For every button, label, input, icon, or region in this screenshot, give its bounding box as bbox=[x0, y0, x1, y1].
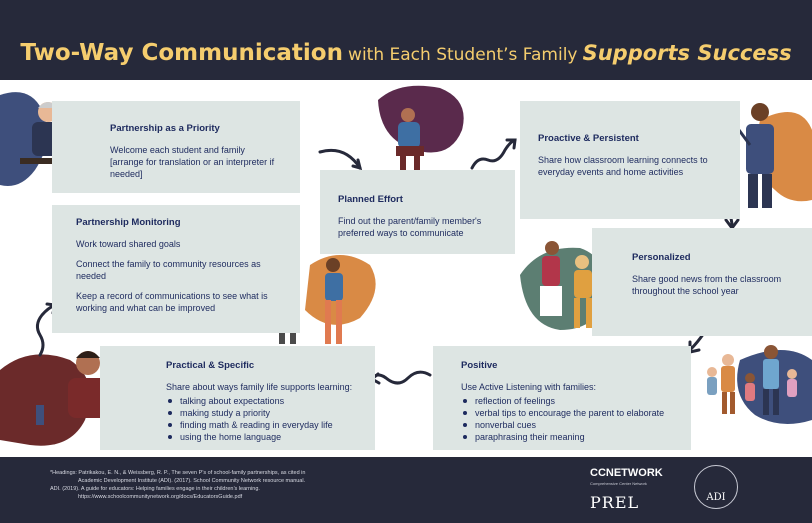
card-text: Welcome each student and family bbox=[110, 145, 245, 155]
squiggle-arrow-icon bbox=[370, 370, 432, 385]
card-planned-effort: Planned Effort Find out the parent/famil… bbox=[320, 170, 515, 254]
card-personalized: Personalized Share good news from the cl… bbox=[592, 228, 812, 336]
list-item: reflection of feelings bbox=[461, 395, 681, 407]
list-item: using the home language bbox=[166, 431, 361, 443]
list-item: nonverbal cues bbox=[461, 419, 681, 431]
card-positive: Positive Use Active Listening with famil… bbox=[433, 346, 691, 450]
card-partnership-monitoring: Partnership Monitoring Work toward share… bbox=[52, 205, 300, 333]
list-item: talking about expectations bbox=[166, 395, 361, 407]
adi-logo: ADI bbox=[694, 465, 738, 509]
page-title: Two-Way Communication with Each Student’… bbox=[0, 40, 812, 66]
presenter-illustration bbox=[734, 103, 812, 208]
card-text: Connect the family to community resource… bbox=[76, 259, 261, 281]
title-part-3: Supports Success bbox=[582, 41, 792, 65]
card-heading: Planned Effort bbox=[338, 194, 403, 205]
card-text: Share about ways family life supports le… bbox=[166, 382, 353, 392]
squiggle-arrow-icon bbox=[470, 138, 517, 170]
bullet-list: reflection of feelings verbal tips to en… bbox=[461, 395, 681, 443]
list-item: paraphrasing their meaning bbox=[461, 431, 681, 443]
card-heading: Partnership Monitoring bbox=[76, 217, 181, 228]
bullet-list: talking about expectations making study … bbox=[166, 395, 361, 443]
card-practical: Practical & Specific Share about ways fa… bbox=[100, 346, 375, 450]
card-proactive: Proactive & Persistent Share how classro… bbox=[520, 101, 740, 219]
list-item: finding math & reading in everyday life bbox=[166, 419, 361, 431]
references: *Headings: Patrikakou, E. N., & Weissber… bbox=[50, 469, 350, 501]
reference-line: *Headings: Patrikakou, E. N., & Weissber… bbox=[50, 470, 306, 476]
card-partnership-priority: Partnership as a Priority Welcome each s… bbox=[52, 101, 300, 193]
reference-link[interactable]: https://www.schoolcommunitynetwork.org/d… bbox=[78, 494, 243, 500]
card-heading: Positive bbox=[461, 360, 498, 371]
header-bar bbox=[0, 0, 812, 80]
card-heading: Personalized bbox=[632, 252, 691, 263]
title-part-1: Two-Way Communication bbox=[20, 40, 343, 66]
family-illustration bbox=[707, 345, 812, 424]
curved-arrow-icon bbox=[318, 148, 362, 170]
ccnetwork-logo-subtitle: Comprehensive Center Network bbox=[590, 481, 647, 486]
card-text: [arrange for translation or an interpret… bbox=[110, 157, 275, 179]
card-text: Work toward shared goals bbox=[76, 239, 181, 249]
card-heading: Partnership as a Priority bbox=[110, 123, 220, 134]
list-item: making study a priority bbox=[166, 407, 361, 419]
card-text: Share good news from the classroom throu… bbox=[632, 274, 782, 296]
list-item: verbal tips to encourage the parent to e… bbox=[461, 407, 681, 419]
card-text: Find out the parent/family member's pref… bbox=[338, 216, 482, 238]
footer-bar: *Headings: Patrikakou, E. N., & Weissber… bbox=[0, 457, 812, 523]
card-heading: Practical & Specific bbox=[166, 360, 255, 371]
reference-line: ADI. (2019). A guide for educators: Help… bbox=[50, 486, 260, 492]
ccnetwork-logo: CCNETWORK bbox=[590, 467, 663, 479]
reference-line: Academic Development Institute (ADI). (2… bbox=[78, 478, 306, 484]
prel-logo: PREL bbox=[590, 493, 640, 512]
card-heading: Proactive & Persistent bbox=[538, 133, 639, 144]
title-part-2: with Each Student’s Family bbox=[348, 45, 578, 65]
card-text: Keep a record of communications to see w… bbox=[76, 291, 268, 313]
card-text: Use Active Listening with families: bbox=[461, 382, 597, 392]
card-text: Share how classroom learning connects to… bbox=[538, 155, 708, 177]
